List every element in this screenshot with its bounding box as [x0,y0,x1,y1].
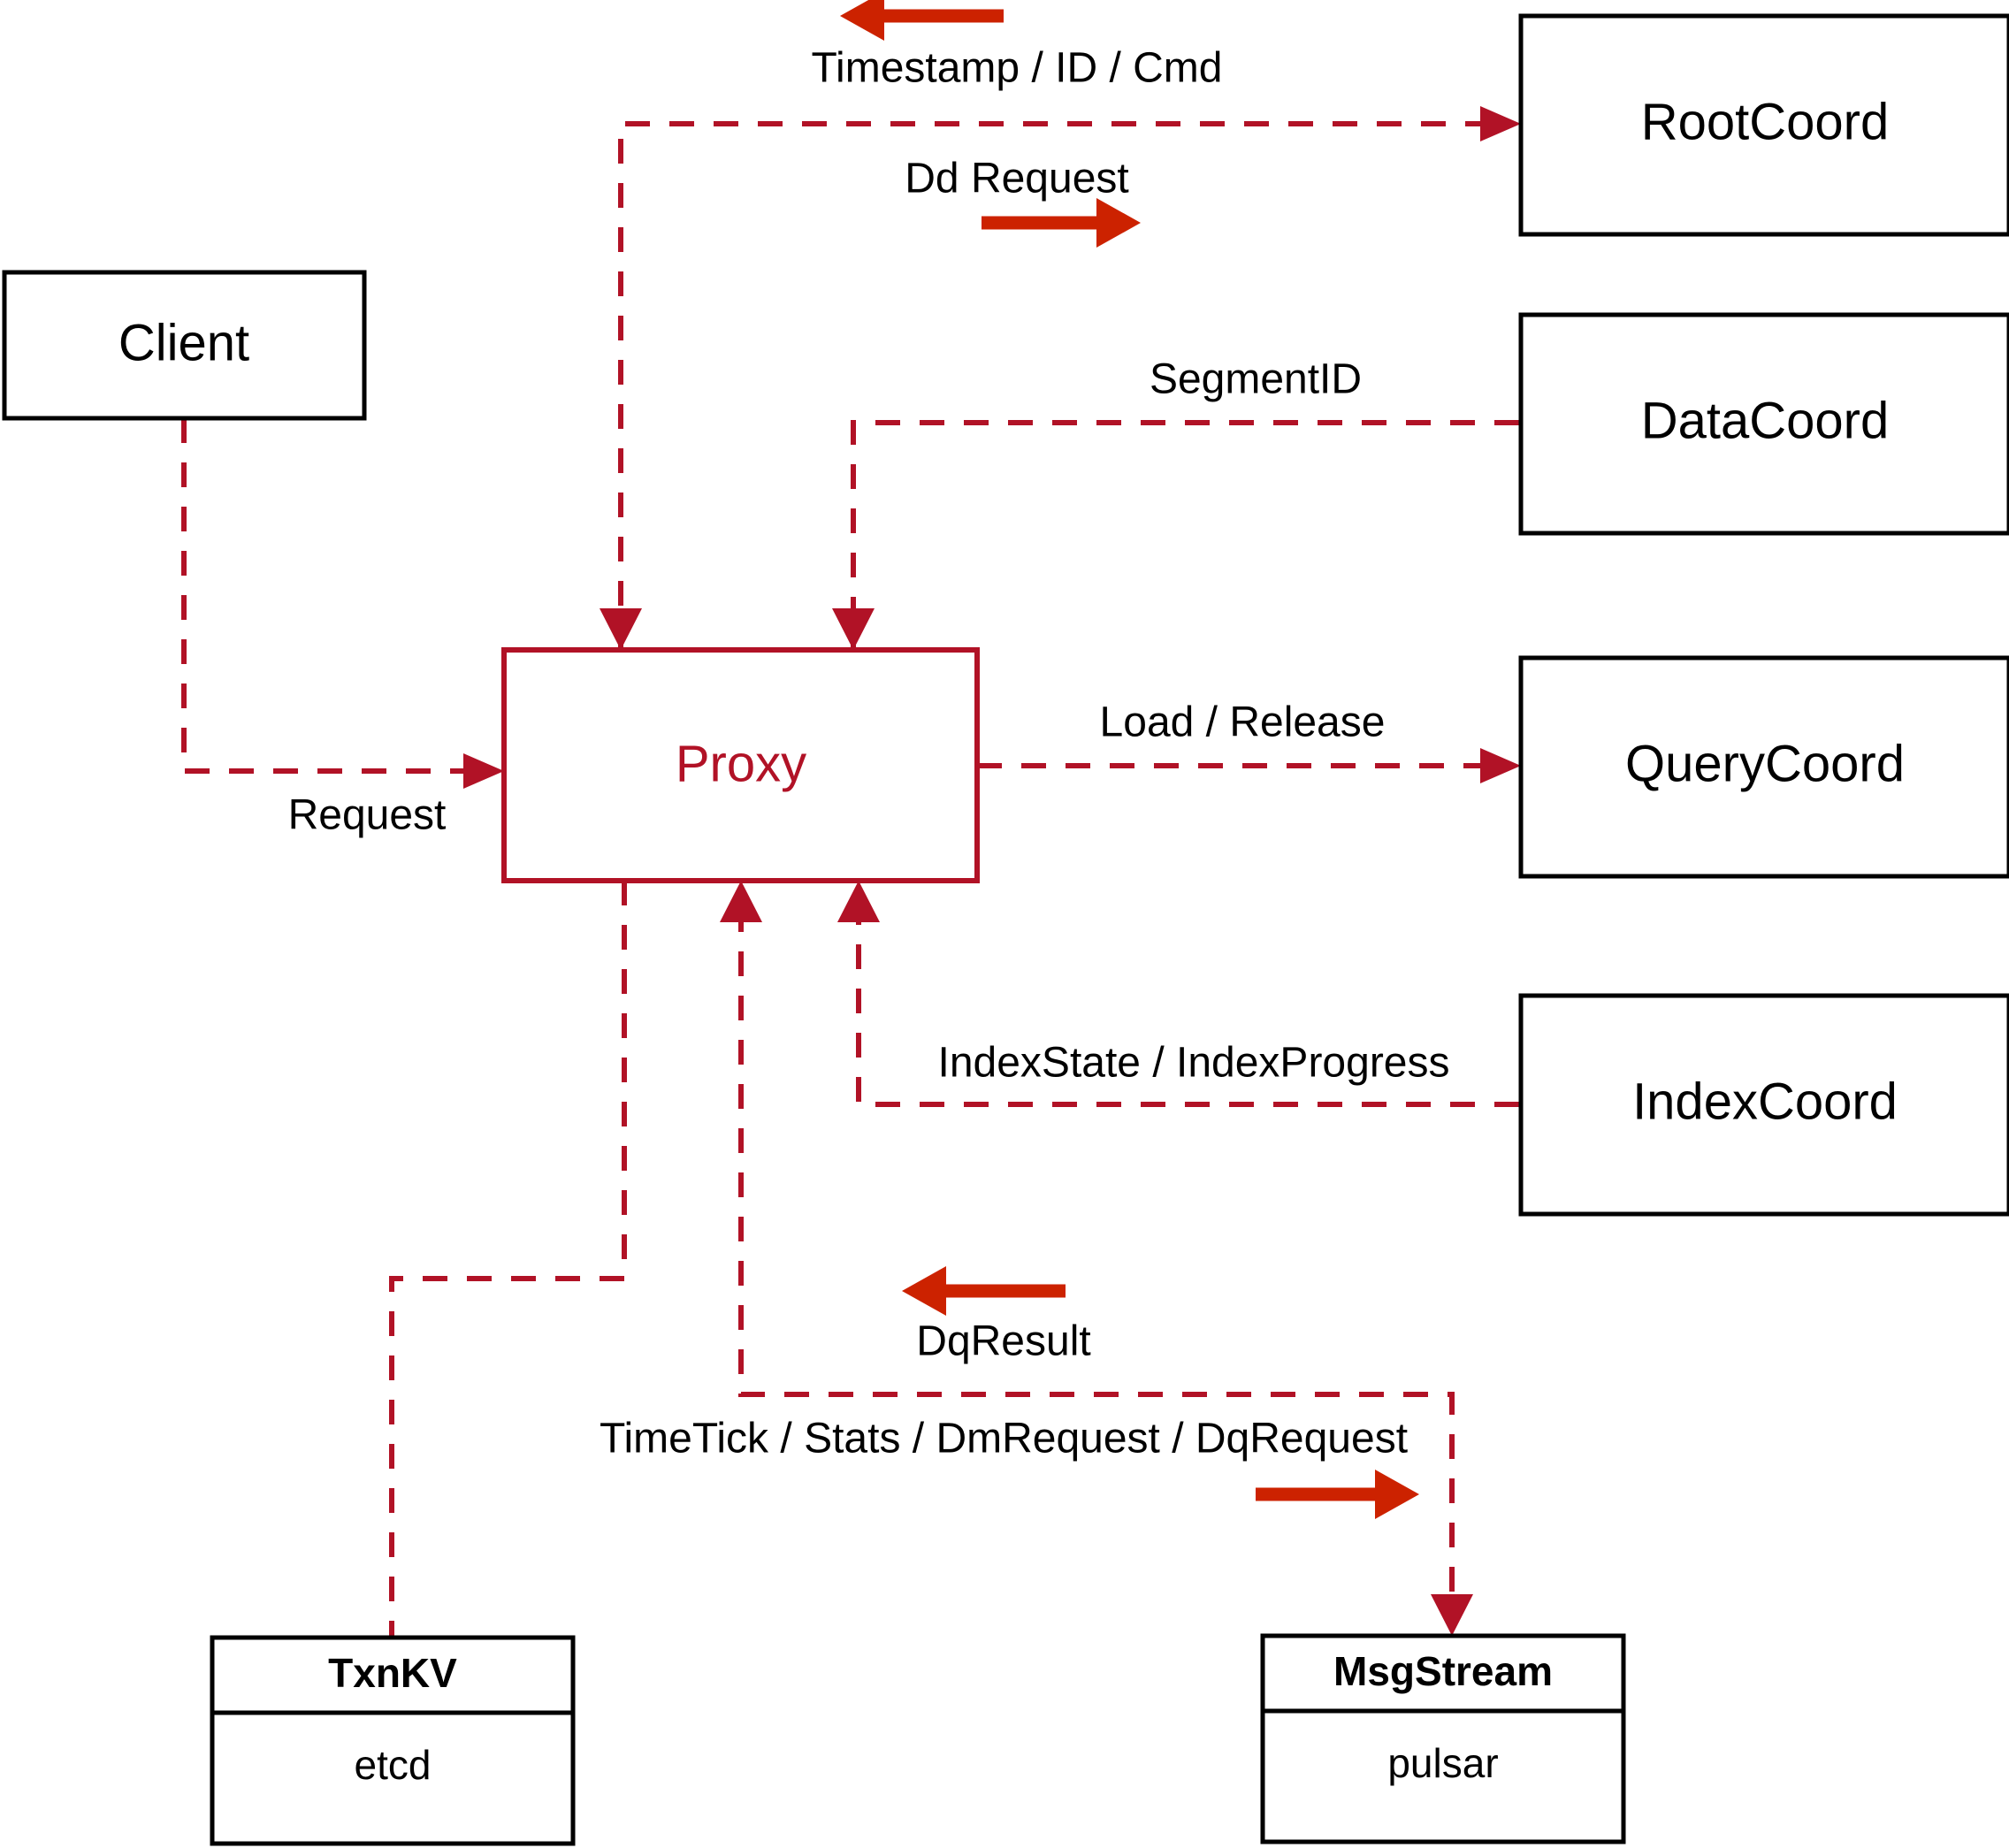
edge-label-load-release: Load / Release [1100,699,1386,746]
node-query-coord[interactable]: QueryCoord [1518,655,2009,879]
node-index-coord-box[interactable] [1518,993,2009,1217]
node-msgstream-impl-label: pulsar [1387,1740,1498,1786]
edge-timestamp-id-cmd [600,608,642,650]
node-txnkv-box[interactable] [210,1635,576,1846]
node-msgstream-label: MsgStream [1333,1648,1553,1694]
edge-label-timetick-stats: TimeTick / Stats / DmRequest / DqRequest [600,1416,1408,1462]
node-proxy[interactable]: Proxy [501,647,980,883]
node-root-coord[interactable]: RootCoord [1518,13,2009,237]
edge-label-index-state-progress: IndexState / IndexProgress [938,1040,1450,1087]
node-msgstream[interactable]: MsgStream pulsar [1260,1633,1626,1844]
edge-request [181,418,504,789]
node-msgstream-box[interactable] [1260,1633,1626,1844]
edge-timestamp-id-cmd-arrowhead [600,608,642,650]
edge-load-release [977,748,1521,783]
edge-segment-id-path [851,420,1519,650]
edge-load-release-arrowhead [1480,748,1521,783]
node-root-coord-label: RootCoord [1641,93,1889,150]
edge-label-dq-result: DqResult [916,1318,1090,1365]
node-query-coord-label: QueryCoord [1625,735,1905,792]
node-data-coord-box[interactable] [1518,312,2009,536]
node-root-coord-box[interactable] [1518,13,2009,237]
edge-dd-request-arrowhead [1480,106,1521,141]
node-query-coord-box[interactable] [1518,655,2009,879]
edge-timetick-stats-arrowhead-up [720,881,762,922]
node-client-box[interactable] [2,270,367,421]
edge-dd-request [618,106,1521,650]
node-txnkv[interactable]: TxnKV etcd [210,1635,576,1846]
edge-proxy-txnkv [389,881,627,1638]
edge-timetick-stats-arrowhead-down [1431,1594,1473,1636]
edge-timetick-stats-path [738,907,1455,1609]
node-index-coord[interactable]: IndexCoord [1518,993,2009,1217]
node-data-coord[interactable]: DataCoord [1518,312,2009,536]
edge-label-timestamp-id-cmd: Timestamp / ID / Cmd [812,45,1223,92]
direction-arrow-right-dd-icon [982,198,1141,248]
edge-segment-id-arrowhead [832,608,875,650]
edge-label-segment-id: SegmentID [1150,356,1362,403]
direction-arrow-left-icon [840,0,1004,41]
edge-request-path [181,418,477,774]
node-client[interactable]: Client [2,270,367,421]
node-proxy-label: Proxy [676,735,806,792]
node-txnkv-impl-label: etcd [355,1742,432,1788]
edge-index-state-progress [837,881,1519,1107]
edge-index-state-progress-arrowhead [837,881,880,922]
edge-label-dd-request: Dd Request [905,156,1128,202]
node-index-coord-label: IndexCoord [1632,1073,1898,1130]
edge-request-arrowhead [463,753,504,789]
edge-dd-request-path [618,121,1494,650]
edge-label-request: Request [288,792,447,839]
edge-segment-id [832,420,1519,650]
node-txnkv-label: TxnKV [328,1650,457,1696]
edge-proxy-txnkv-path [389,881,627,1638]
node-data-coord-label: DataCoord [1641,392,1889,449]
node-client-label: Client [118,314,249,371]
edge-timetick-stats [720,881,1473,1636]
direction-arrow-right-timetick-icon [1256,1470,1419,1519]
direction-arrow-left-dq-icon [902,1266,1066,1316]
node-proxy-box[interactable] [501,647,980,883]
